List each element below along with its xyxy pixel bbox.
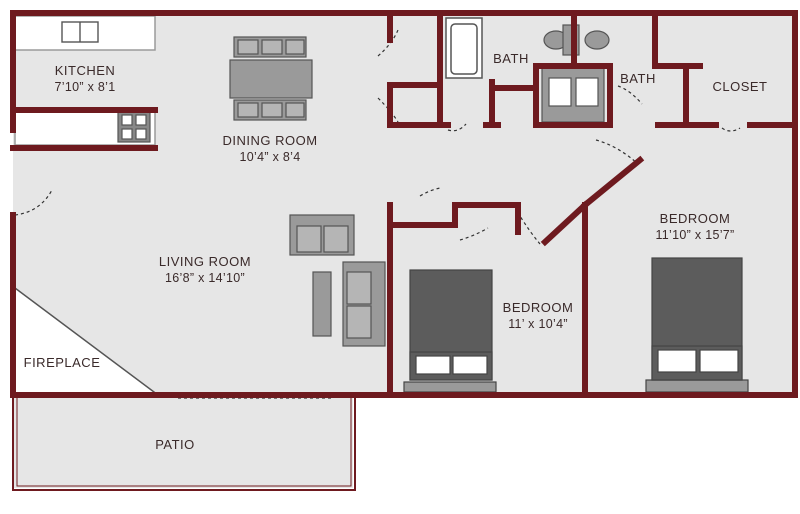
walls [10, 10, 798, 398]
kitchen-dims: 7’10” x 8’1 [54, 80, 116, 94]
bedroom-second-label: BEDROOM 11’ x 10’4” [488, 299, 588, 333]
double-vanity-icon [541, 65, 605, 123]
bedroom-main-dims: 11’10” x 15’7” [655, 228, 735, 242]
bedroom-main-name: BEDROOM [659, 211, 731, 226]
dining-name: DINING ROOM [222, 133, 318, 148]
fireplace-label: FIREPLACE [23, 355, 101, 370]
bed-second-icon [403, 269, 497, 393]
closet-label: CLOSET [712, 79, 768, 94]
patio-floor [13, 398, 353, 488]
sofa-icon [342, 261, 386, 347]
kitchen-label: KITCHEN 7’10” x 8’1 [35, 62, 135, 96]
bath-label-2: BATH [620, 71, 656, 86]
living-dims: 16’8” x 14’10” [165, 271, 245, 285]
living-label: LIVING ROOM 16’8” x 14’10” [140, 253, 270, 287]
dining-dims: 10’4” x 8’4 [239, 150, 301, 164]
bathtub-icon [445, 17, 483, 79]
stove-icon [117, 111, 151, 143]
bed-main-icon [645, 257, 749, 393]
coffee-table-icon [312, 271, 332, 337]
kitchen-name: KITCHEN [54, 63, 116, 78]
bedroom-main-label: BEDROOM 11’10” x 15’7” [630, 210, 760, 244]
armchair-icon [289, 214, 355, 256]
bedroom-second-dims: 11’ x 10’4” [508, 317, 568, 331]
living-name: LIVING ROOM [158, 254, 252, 269]
dining-label: DINING ROOM 10’4” x 8’4 [210, 132, 330, 166]
bath-label-1: BATH [493, 51, 529, 66]
bedroom-second-name: BEDROOM [502, 300, 574, 315]
dining-table-icon [229, 36, 313, 121]
patio-outline-inner [16, 398, 352, 487]
patio-outline [12, 398, 356, 491]
kitchen-sink-icon [61, 21, 99, 43]
patio-label: PATIO [155, 437, 195, 452]
